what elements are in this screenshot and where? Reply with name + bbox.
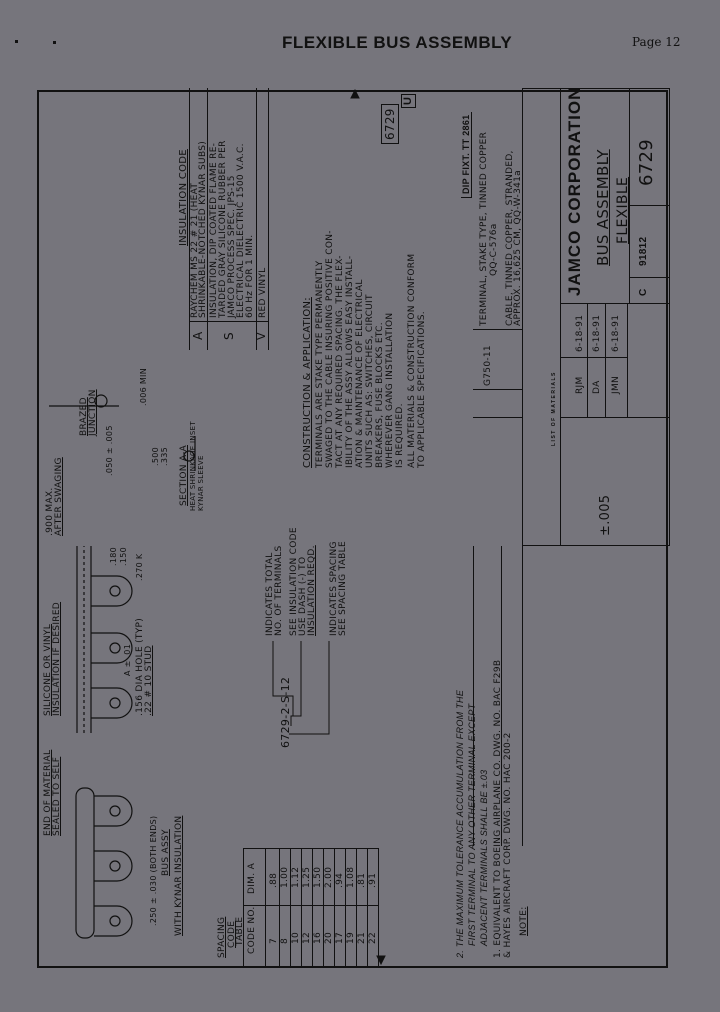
terminal-drawings bbox=[49, 88, 386, 966]
terminal-tab bbox=[94, 905, 133, 937]
scan-speck bbox=[53, 41, 56, 44]
scan-speck bbox=[15, 40, 18, 43]
center-mark bbox=[376, 955, 386, 966]
drawing-sheet: JAMCO CORPORATION BUS ASSEMBLY FLEXIBLE … bbox=[37, 87, 670, 968]
page-number: Page 12 bbox=[632, 35, 681, 49]
kynar-bus-tube bbox=[75, 787, 95, 939]
brazed-junction bbox=[94, 394, 108, 408]
center-mark bbox=[350, 88, 360, 99]
terminal-tab bbox=[94, 795, 133, 827]
document-title: FLEXIBLE BUS ASSEMBLY bbox=[282, 33, 513, 52]
terminal-tab bbox=[91, 687, 133, 719]
section-view-terminal bbox=[183, 450, 195, 462]
terminal-tab bbox=[91, 632, 133, 664]
terminal-tab bbox=[94, 850, 133, 882]
terminal-tab bbox=[91, 575, 133, 607]
